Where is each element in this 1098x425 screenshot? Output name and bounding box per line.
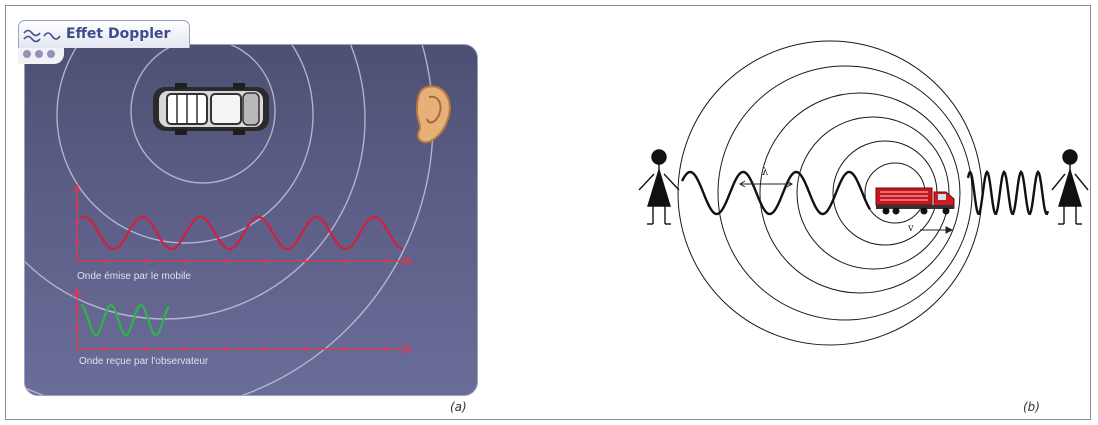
received-axis-ticks <box>74 306 386 352</box>
velocity-arrow <box>920 226 954 234</box>
wavelength-label: λ <box>762 167 769 178</box>
received-wave-caption: Onde reçue par l'observateur <box>79 356 209 367</box>
figure-frame <box>5 5 1091 420</box>
stretched-wave <box>680 170 872 216</box>
wavefront-circle <box>25 45 366 320</box>
wavefront-circle <box>717 65 973 321</box>
doppler-animation-panel: Onde émise par le mobile Onde reçue par … <box>14 14 478 396</box>
decorative-dots <box>18 48 64 64</box>
truck-icon <box>875 187 955 215</box>
wavefront-circle <box>759 92 961 294</box>
left-observer-icon <box>638 149 680 225</box>
emitted-axis-ticks <box>74 204 386 264</box>
ear-icon <box>415 85 451 144</box>
emitted-wave-axes <box>72 183 413 266</box>
wavelength-arrow <box>739 180 793 188</box>
wavefront-circle <box>130 45 276 184</box>
received-wave-axes <box>72 287 413 354</box>
right-observer-icon <box>1051 149 1089 225</box>
title-tab: Effet Doppler <box>18 20 190 48</box>
wave-logo-icon <box>23 29 61 43</box>
emitted-wave-caption: Onde émise par le mobile <box>77 271 191 282</box>
panel-a-label: (a) <box>450 400 467 414</box>
wavefront-circle <box>56 45 314 244</box>
velocity-label: v <box>908 223 914 234</box>
panel-b-label: (b) <box>1023 400 1040 414</box>
received-wave <box>80 303 170 337</box>
wavefront-circle <box>796 116 950 270</box>
animation-background: Onde émise par le mobile Onde reçue par … <box>24 44 478 396</box>
doppler-schematic-panel: λ v <box>630 10 1090 380</box>
panel-title: Effet Doppler <box>66 26 171 42</box>
emitted-wave <box>80 215 404 251</box>
compressed-wave <box>966 169 1050 216</box>
car-icon <box>153 83 269 135</box>
